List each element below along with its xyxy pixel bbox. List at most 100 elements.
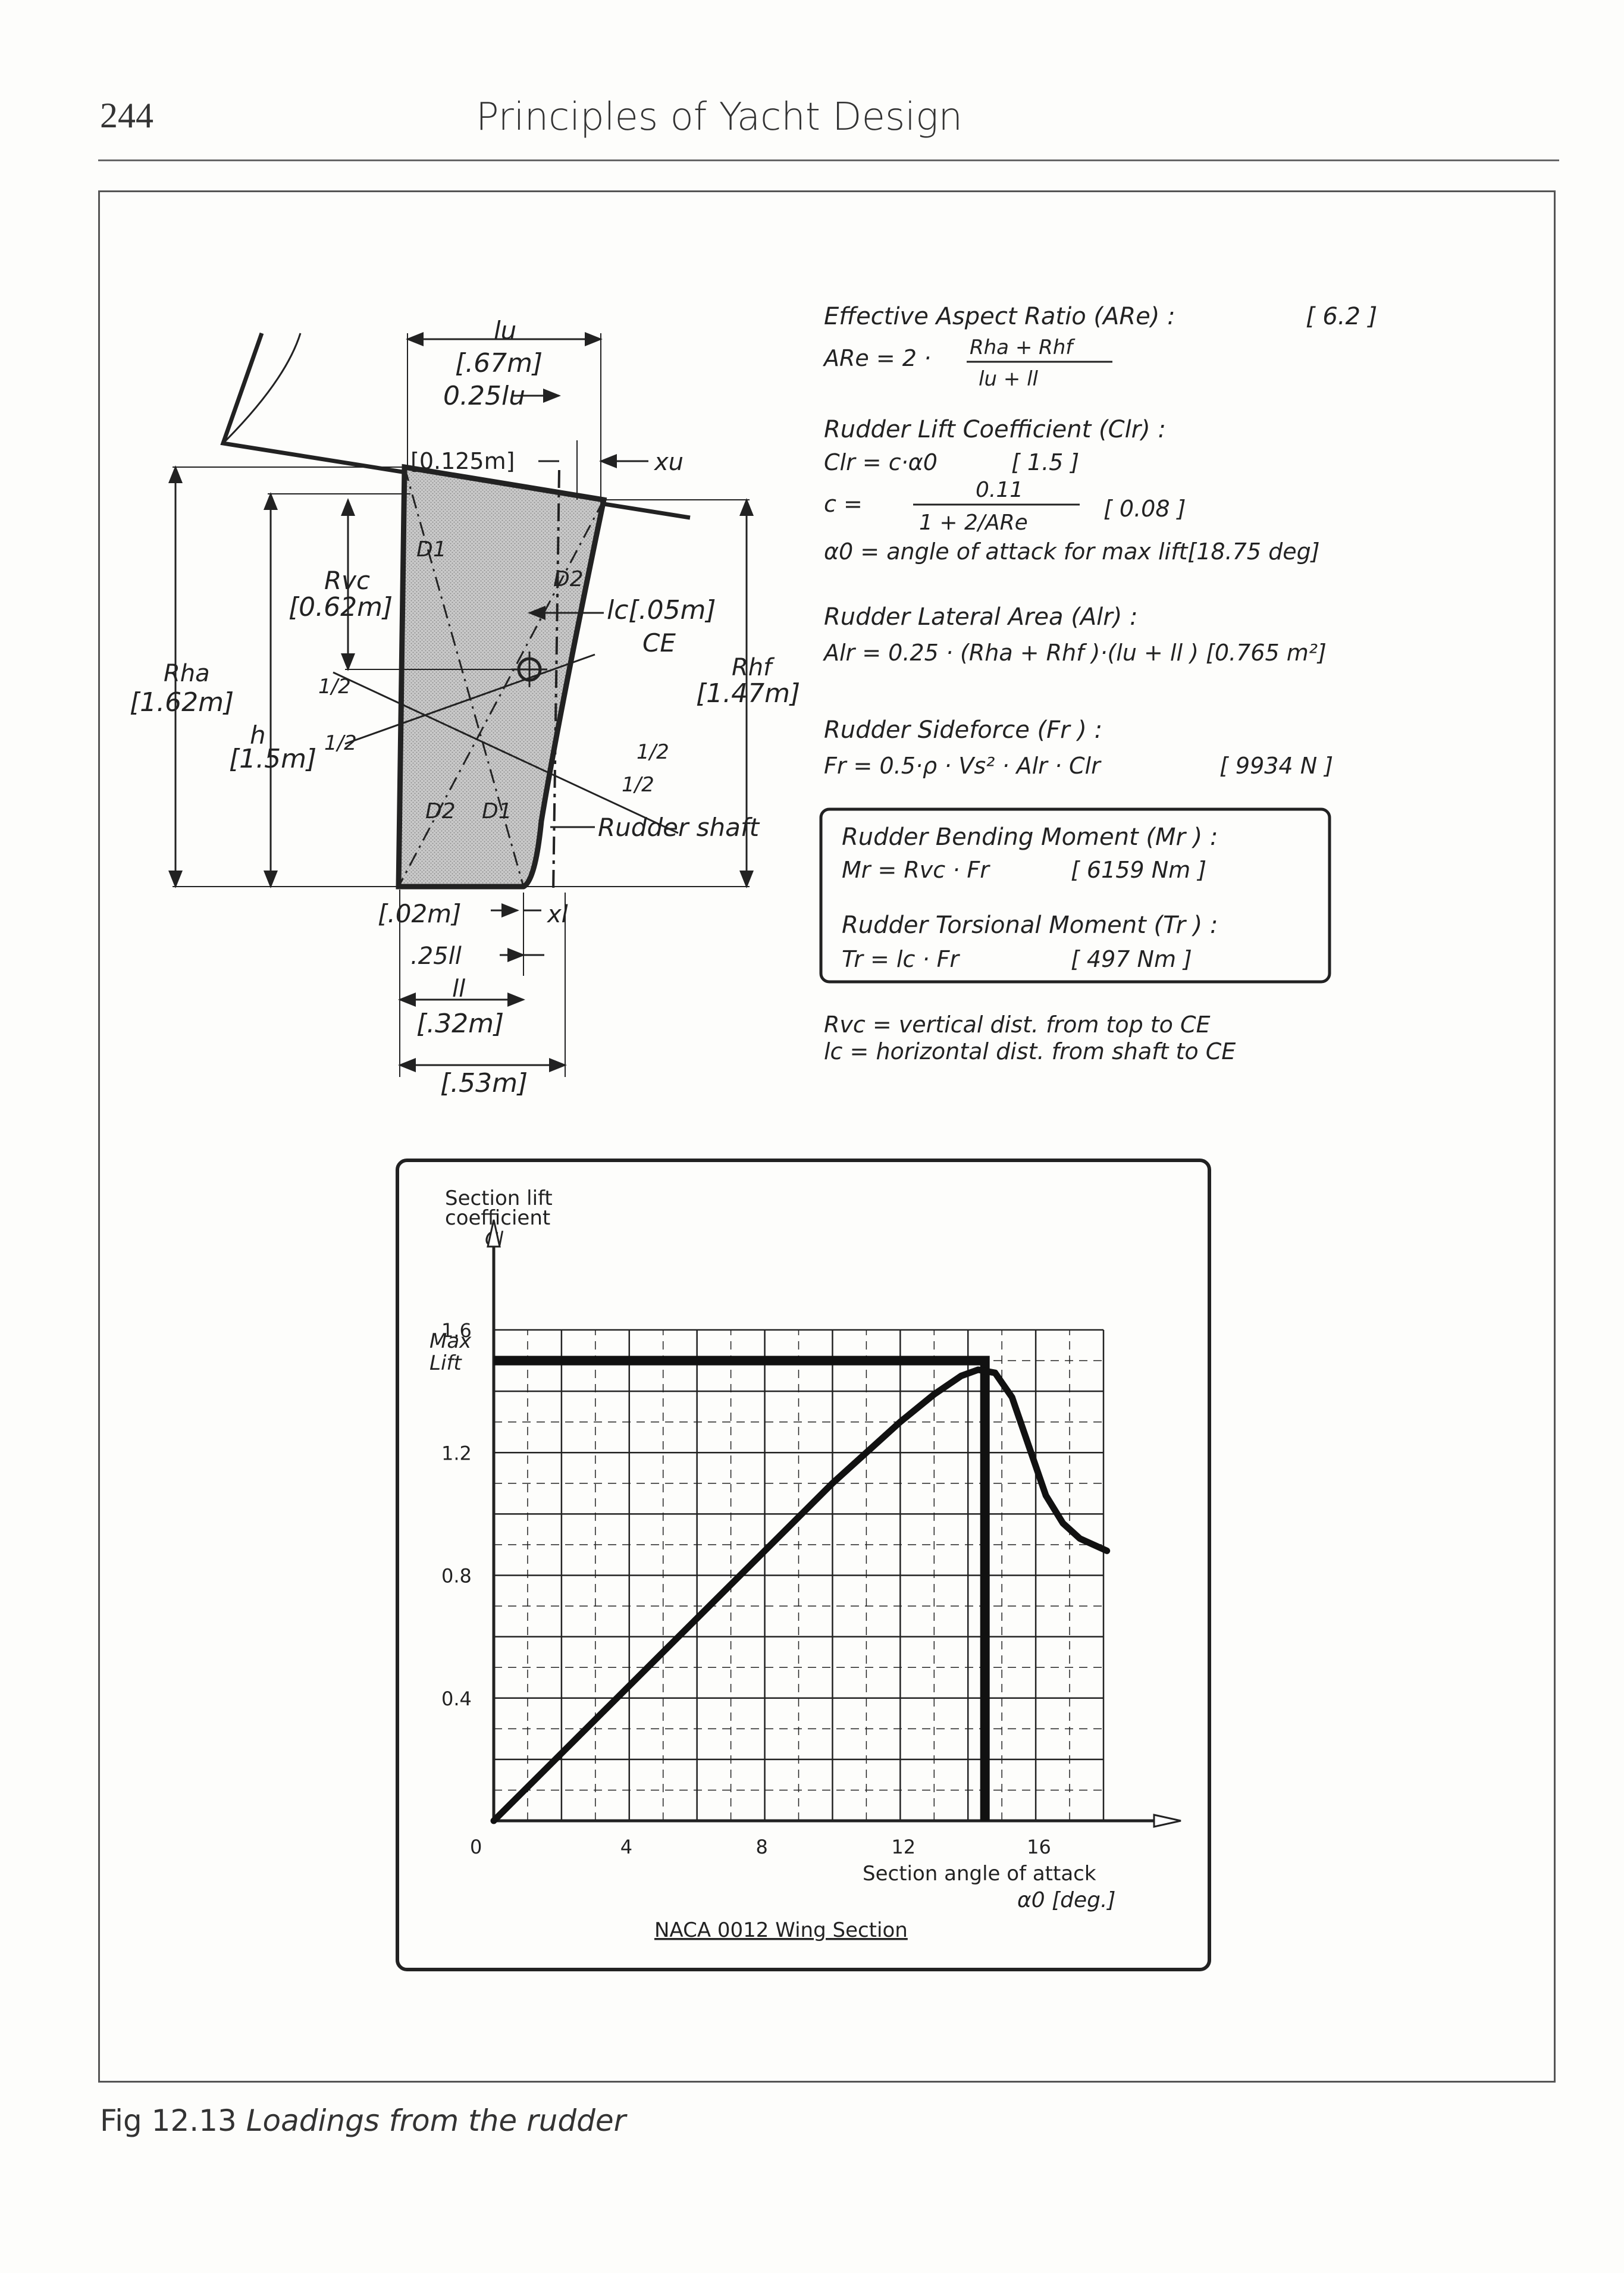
lift-curve-point [831,1482,834,1485]
bending-title: Rudder Bending Moment (Mr ) : [842,824,1218,851]
lu-value: [.67m] [455,348,543,378]
x-tick-label: 0 [470,1836,482,1858]
x-tick-label: 8 [756,1836,768,1858]
max-lift-label-2: Lift [429,1351,462,1375]
y-label-line-1: Section lift [445,1186,553,1210]
d1-label-bottom: D1 [482,799,512,824]
lift-curve-point [1027,1445,1030,1448]
area-equation: Alr = 0.25 · (Rha + Rhf )·(lu + ll ) [0.… [822,640,1327,666]
y-tick-label: 1.6 [441,1319,472,1342]
xu-label: xu [653,449,684,476]
y-tick-label: 1.2 [441,1442,472,1464]
diagonal-d2 [397,499,605,887]
lift-curve-point [560,1752,563,1755]
lu-fraction: 0.25lu [443,381,525,411]
lift-curve-point [899,1420,902,1423]
y-tick-label: 0.4 [441,1687,472,1710]
chart-title: NACA 0012 Wing Section [654,1918,908,1942]
torsion-value: [ 497 Nm ] [1071,946,1192,972]
rhf-value: [1.47m] [696,678,800,709]
d2-label-bottom: D2 [425,799,456,824]
ll-fraction: .25ll [410,943,462,970]
c-numerator: 0.11 [976,478,1023,502]
lu-label: lu [494,316,516,345]
hull-curve [222,333,302,444]
half-label-4: 1/2 [622,773,654,797]
lift-curve-point [1079,1537,1081,1540]
alpha-equation: α0 = angle of attack for max lift[18.75 … [824,538,1320,565]
h-label: h [250,721,266,750]
running-title: Principles of Yacht Design [476,95,963,139]
aspect-lhs: ARe = 2 · [822,345,931,371]
x-axis-symbol: α0 [deg.] [1017,1888,1115,1912]
bending-value: [ 6159 Nm ] [1071,857,1206,883]
page-number: 244 [100,96,153,135]
rudder-diagram [168,332,754,1077]
aspect-denominator: lu + ll [979,367,1039,391]
lc-label: lc[.05m] [607,595,716,625]
x-axis-arrow [1153,1814,1181,1828]
lift-curve [490,1366,1111,1824]
rvc-value: [0.62m] [289,592,393,622]
chart-axes [487,1219,1181,1828]
half-label-1: 1/2 [318,675,351,699]
lift-curve-point [977,1369,980,1371]
torsion-title: Rudder Torsional Moment (Tr ) : [842,912,1218,939]
lift-value: [ 1.5 ] [1011,449,1079,475]
formula-block: Effective Aspect Ratio (ARe) : [ 6.2 ] A… [819,303,1377,1065]
ll-value: [.32m] [416,1009,504,1039]
chord-value: [.53m] [440,1068,528,1098]
half-line [333,671,679,834]
d2-label-top: D2 [553,567,584,591]
x-tick-label: 12 [891,1836,916,1858]
ce-label: CE [642,628,676,658]
ll-label: ll [452,975,465,1003]
caption-text: Loadings from the rudder [246,2103,626,2138]
lift-curve-point [763,1549,766,1552]
diagonal-d1 [403,467,525,887]
x-tick-label: 16 [1027,1836,1051,1858]
top-offset: [0.125m] [410,448,515,474]
y-label-line-2: coefficient [445,1206,550,1230]
lift-title: Rudder Lift Coefficient (Clr) : [824,416,1166,443]
c-denominator: 1 + 2/ARe [919,511,1028,535]
rha-label: Rha [164,660,210,687]
bending-equation: Mr = Rvc · Fr [842,857,990,883]
chart-frame [396,1159,1211,1971]
c-value: [ 0.08 ] [1103,496,1186,522]
aspect-numerator: Rha + Rhf [970,336,1076,359]
xl-label: xl [546,901,568,928]
rhf-label: Rhf [732,654,775,681]
d1-label-top: D1 [416,537,447,562]
c-lhs: c = [824,491,863,517]
definition-rvc: Rvc = vertical dist. from top to CE [824,1012,1211,1038]
force-value: [ 9934 N ] [1219,753,1333,779]
lift-chart: Section lift coefficient Cl Max Lift 048… [396,1159,1211,1971]
aspect-title: Effective Aspect Ratio (ARe) : [824,303,1175,330]
lift-equation: Clr = c·α0 [824,449,938,475]
chart-series [490,1355,1111,1824]
y-axis-arrow [487,1219,501,1248]
lift-curve-point [1011,1396,1014,1399]
rha-value: [1.62m] [130,687,234,718]
max-lift-label-1: Max [429,1329,472,1353]
header-rule [98,159,1559,161]
lift-curve-point [933,1393,936,1396]
x-axis-label: Section angle of attack [863,1862,1096,1886]
lift-curve-point [993,1372,996,1375]
caption-label: Fig 12.13 [100,2103,237,2138]
force-equation: Fr = 0.5·ρ · Vs² · Alr · Clr [824,753,1102,779]
aspect-value: [ 6.2 ] [1306,303,1377,330]
area-title: Rudder Lateral Area (Alr) : [824,603,1138,631]
figure-frame [98,190,1556,2083]
half-label-3: 1/2 [637,740,669,764]
force-title: Rudder Sideforce (Fr ) : [824,716,1102,744]
lift-curve-point [1045,1494,1048,1497]
moment-box [819,807,1331,984]
bottom-offset: [.02m] [378,899,461,928]
torsion-equation: Tr = lc · Fr [842,946,960,972]
lift-curve-point [1105,1549,1108,1552]
lift-curve-point [960,1375,963,1377]
